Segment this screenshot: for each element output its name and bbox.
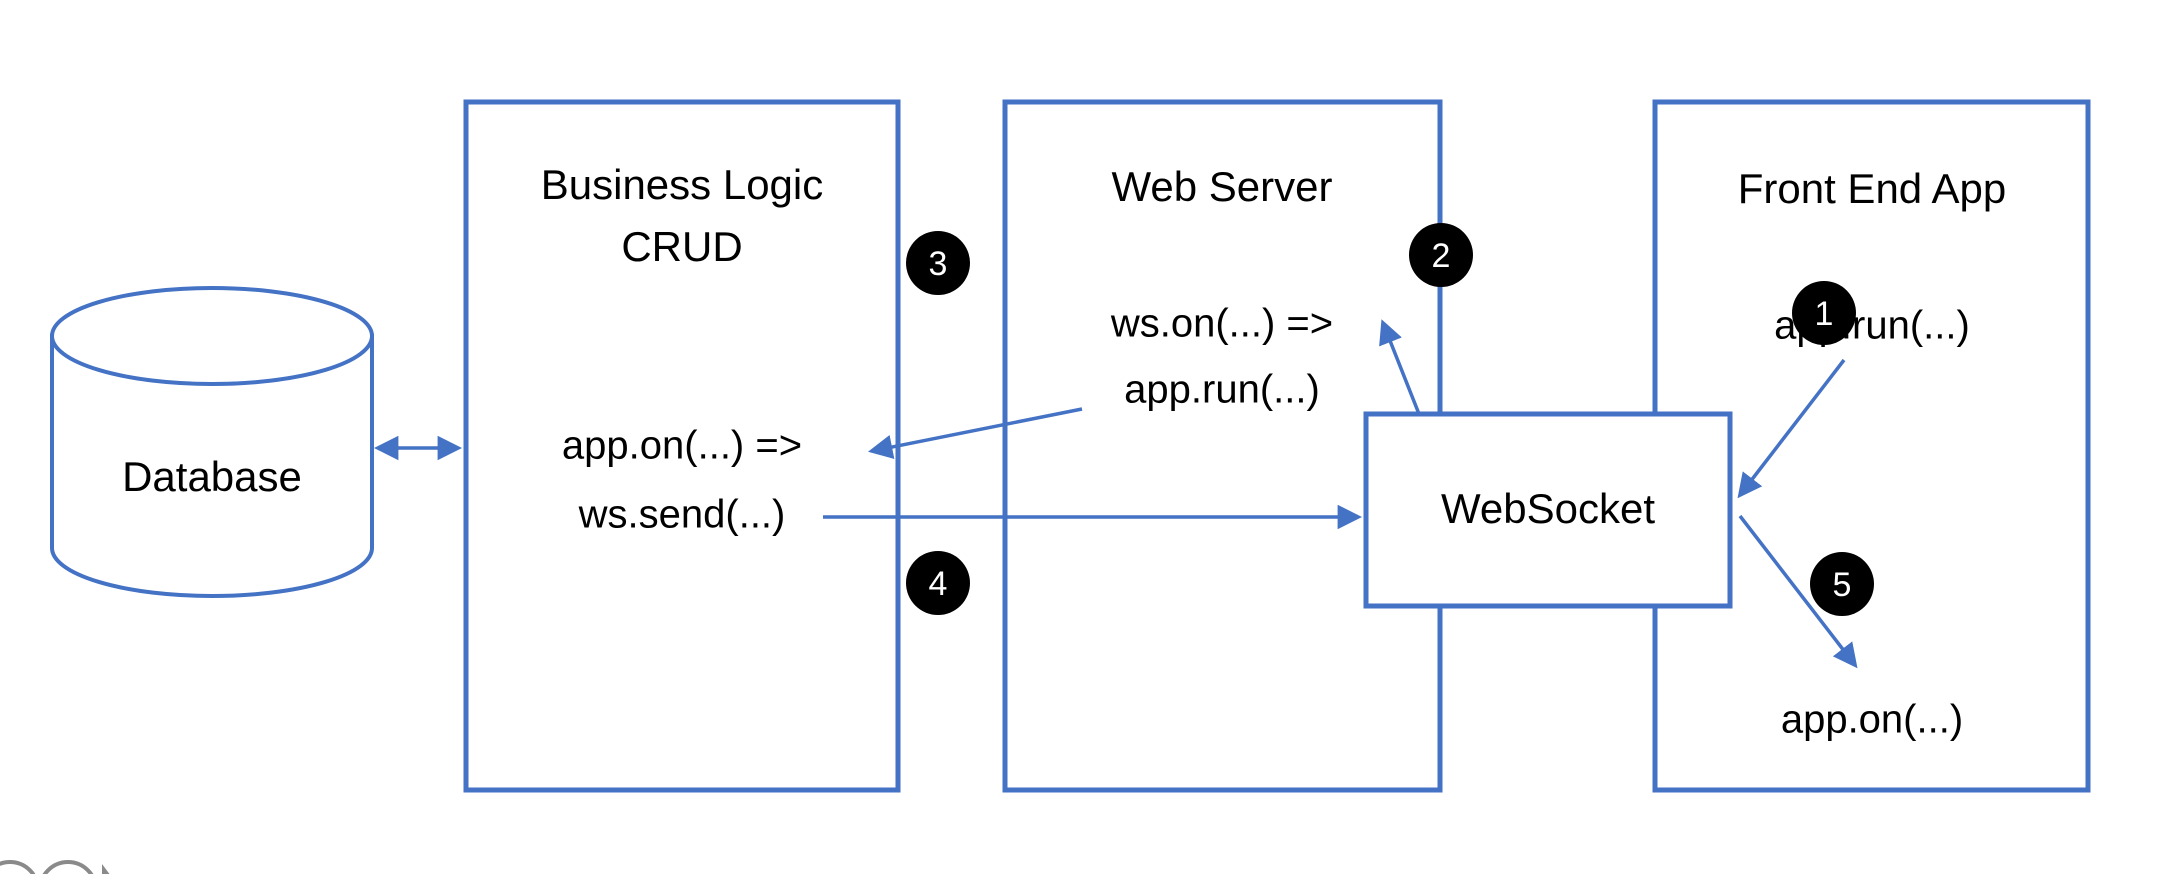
- business-logic-title-line1: Business Logic: [541, 161, 824, 208]
- svg-text:4: 4: [929, 565, 948, 603]
- svg-text:5: 5: [1833, 566, 1852, 604]
- web-server-handler-code: ws.on(...) =>: [1110, 302, 1333, 346]
- flow-badge-5[interactable]: 5: [1810, 552, 1874, 616]
- database-label: Database: [122, 453, 302, 500]
- front-end-app-title: Front End App: [1738, 165, 2007, 212]
- web-server-title: Web Server: [1112, 163, 1333, 210]
- svg-text:1: 1: [1815, 295, 1834, 333]
- database-cylinder[interactable]: [50, 286, 374, 598]
- front-end-on-code: app.on(...): [1781, 698, 1963, 742]
- business-logic-title-line2: CRUD: [621, 223, 742, 270]
- business-logic-send-code: ws.send(...): [578, 493, 786, 537]
- flow-badge-4[interactable]: 4: [906, 551, 970, 615]
- flow-arrow-2[interactable]: [1379, 319, 1423, 420]
- bottom-left-decoration: [0, 860, 110, 874]
- flow-arrow-3[interactable]: [867, 407, 1083, 460]
- websocket-box[interactable]: [1363, 411, 1733, 609]
- svg-text:3: 3: [929, 245, 948, 283]
- business-logic-handler-code: app.on(...) =>: [562, 424, 802, 468]
- flow-badge-2[interactable]: 2: [1409, 223, 1473, 287]
- svg-text:2: 2: [1432, 237, 1451, 275]
- business-logic-container[interactable]: [463, 99, 901, 793]
- flow-arrow-1[interactable]: [1737, 358, 1846, 499]
- flow-arrow-5[interactable]: [1738, 514, 1858, 669]
- websocket-label: WebSocket: [1441, 485, 1655, 532]
- web-server-run-code: app.run(...): [1124, 368, 1320, 412]
- flow-badge-3[interactable]: 3: [906, 231, 970, 295]
- flow-badge-1[interactable]: 1: [1792, 281, 1856, 345]
